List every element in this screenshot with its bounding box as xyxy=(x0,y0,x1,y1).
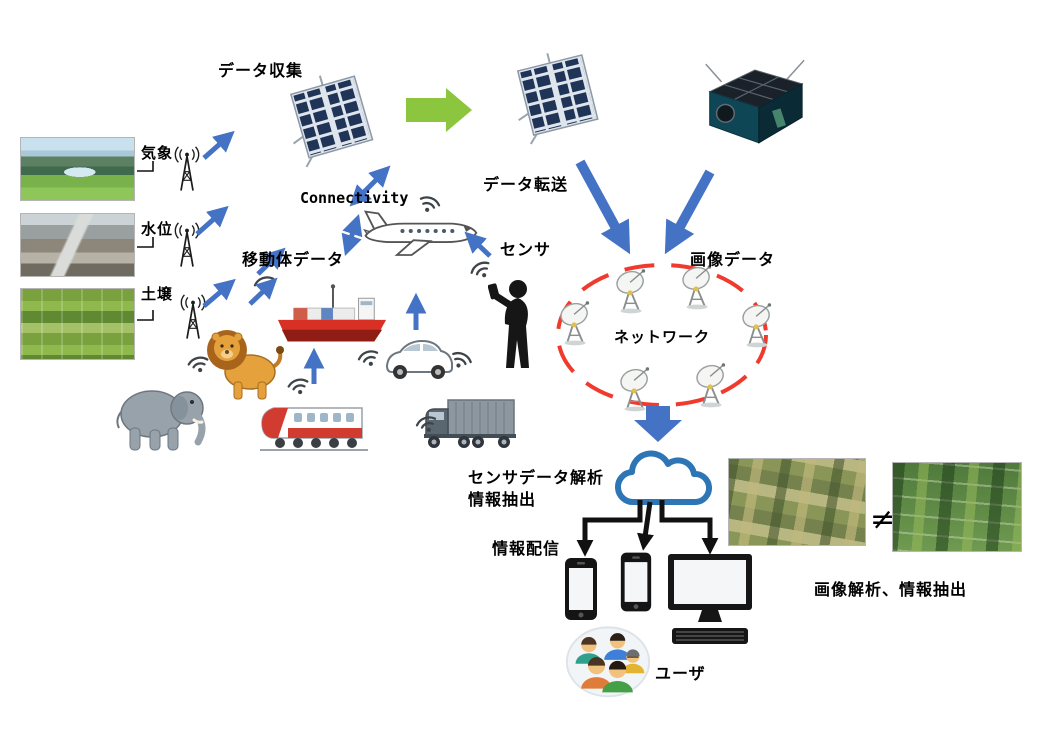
truck-icon xyxy=(420,390,518,452)
label-mobile-data: 移動体データ xyxy=(242,250,345,269)
label-network: ネットワーク xyxy=(613,328,710,346)
weather-photo xyxy=(20,137,135,201)
label-weather: 気象 xyxy=(141,144,174,162)
lion-icon xyxy=(204,310,288,402)
connector-photo-soil xyxy=(137,310,154,321)
satellite-dish-icon xyxy=(616,364,656,412)
antenna-tower-icon xyxy=(168,146,206,194)
arrow-satellite-relay-green xyxy=(406,88,472,132)
aerial-image-left xyxy=(728,458,866,546)
water-level-photo xyxy=(20,213,135,277)
wifi-icon xyxy=(281,367,315,401)
arrow-plane-mobile xyxy=(341,214,363,256)
label-info-distribution: 情報配信 xyxy=(492,539,561,558)
people-group-icon xyxy=(564,614,652,702)
satellite-dish-icon xyxy=(612,266,652,314)
elephant-icon xyxy=(108,374,212,454)
antenna-tower-icon xyxy=(174,294,212,342)
smartphone-icon xyxy=(562,556,600,622)
cargo-ship-icon xyxy=(274,280,390,346)
label-info-extraction: 情報抽出 xyxy=(468,490,537,509)
desktop-computer-icon xyxy=(664,554,756,656)
soil-photo xyxy=(20,288,135,360)
person-with-phone-icon xyxy=(488,278,548,374)
wifi-icon xyxy=(412,184,448,220)
aerial-image-right xyxy=(892,462,1022,552)
wifi-icon xyxy=(181,345,215,379)
antenna-tower-icon xyxy=(168,222,206,270)
cubesat-icon xyxy=(692,50,810,158)
label-user: ユーザ xyxy=(655,664,706,683)
wifi-icon xyxy=(408,404,444,440)
label-image-analysis: 画像解析、情報抽出 xyxy=(814,580,968,599)
label-connectivity: Connectivity xyxy=(300,189,409,207)
label-data-collection: データ収集 xyxy=(218,61,304,80)
label-sensor-analysis: センサデータ解析 xyxy=(468,468,605,487)
label-image-data: 画像データ xyxy=(690,250,776,269)
label-not-equal: ≠ xyxy=(870,502,896,537)
label-water-level: 水位 xyxy=(141,220,174,238)
arrow-weather-uplink xyxy=(202,130,235,160)
satellite-icon xyxy=(508,46,608,146)
train-icon xyxy=(258,396,370,454)
satellite-dish-icon xyxy=(556,298,596,346)
wifi-icon xyxy=(350,338,386,374)
satellite-icon xyxy=(282,68,382,168)
label-sensor: センサ xyxy=(500,240,552,259)
satellite-dish-icon xyxy=(692,360,732,408)
wifi-icon xyxy=(461,249,499,287)
label-soil: 土壌 xyxy=(141,285,174,303)
car-icon xyxy=(380,334,458,382)
arrow-satellite2-network xyxy=(575,159,631,255)
cloud-icon xyxy=(604,438,720,522)
arrow-satellite3-network xyxy=(664,169,715,255)
smartphone-icon xyxy=(618,550,654,614)
satellite-dish-icon xyxy=(738,300,778,348)
wifi-icon xyxy=(443,339,480,376)
label-data-transfer: データ転送 xyxy=(483,175,569,194)
